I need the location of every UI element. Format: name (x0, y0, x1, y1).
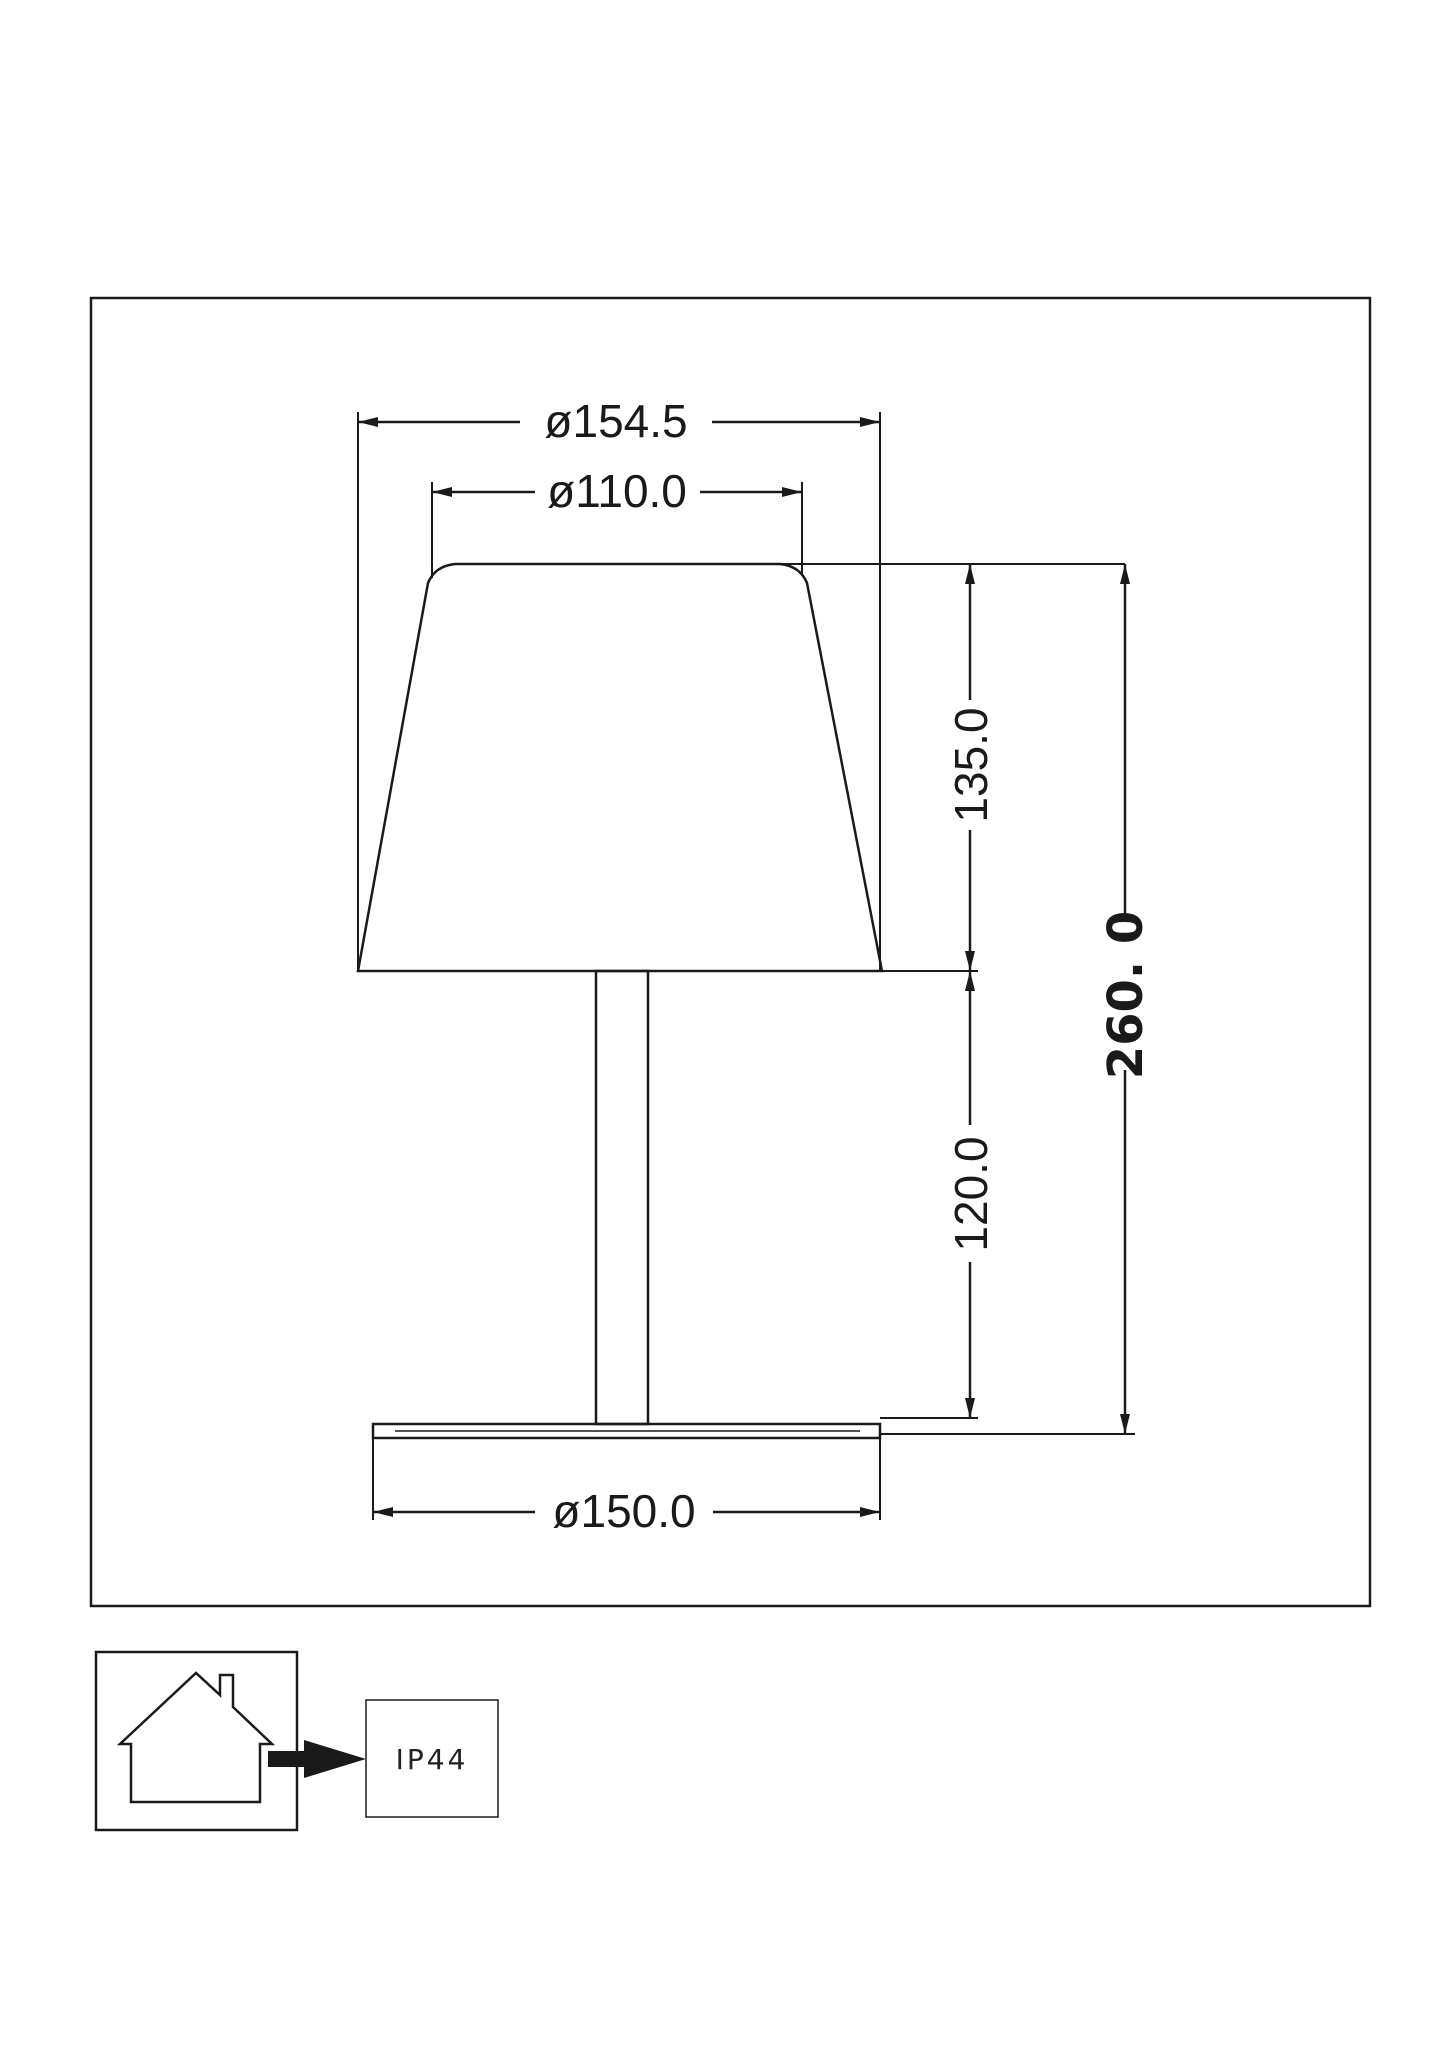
arrow-right-icon (268, 1740, 366, 1778)
base-diameter-label: ø150.0 (552, 1485, 695, 1537)
total-height-label: 260. 0 (1098, 911, 1154, 1080)
extension-lines (357, 412, 1135, 1520)
stem-height-label: 120.0 (945, 1136, 997, 1251)
dimension-lines (358, 417, 1130, 1517)
shade-top-diameter-label: ø110.0 (547, 465, 687, 517)
lamp-outline (356, 562, 884, 1440)
lamp-shade (356, 562, 884, 973)
house-icon (116, 1671, 276, 1804)
shade-bottom-diameter-label: ø154.5 (544, 395, 687, 447)
indoor-icon-box (94, 1650, 299, 1832)
ip-rating-label: IP44 (396, 1743, 469, 1776)
lamp-stem (594, 969, 650, 1426)
ip-rating-box (365, 1699, 499, 1818)
lamp-base (371, 1422, 882, 1440)
drawing-frame (89, 296, 1372, 1608)
shade-height-label: 135.0 (945, 707, 997, 822)
